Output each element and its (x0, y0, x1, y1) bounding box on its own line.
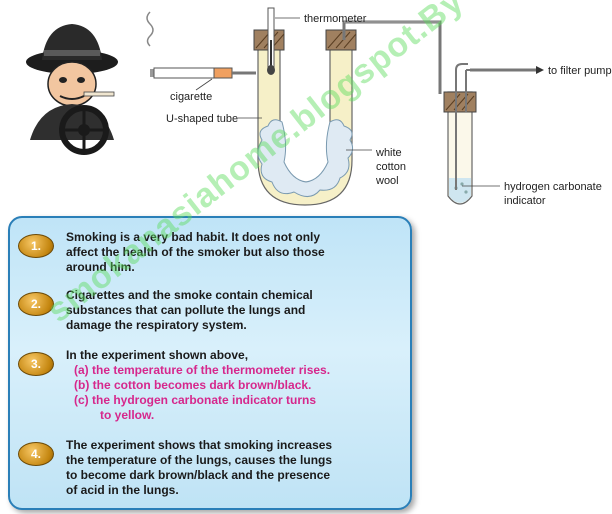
point-3-number-badge: 3. (18, 352, 54, 376)
cotton-label-line1: white (375, 147, 402, 159)
u-shaped-tube (253, 7, 442, 206)
u-tube-label: U-shaped tube (166, 113, 238, 125)
point-2-number-badge: 2. (18, 292, 54, 316)
point-3-text: In the experiment shown above, (a) the t… (66, 348, 406, 423)
point-3-intro: In the experiment shown above, (66, 348, 249, 362)
experiment-diagram: thermometer to filter pump cigarette U-s… (26, 7, 612, 207)
notes-panel: 1. Smoking is a very bad habit. It does … (8, 216, 412, 510)
point-1-number-badge: 1. (18, 234, 54, 258)
indicator-label-line1: hydrogen carbonate (504, 181, 602, 193)
cotton-label-line2: cotton (376, 161, 406, 173)
point-4-line-1: The experiment shows that smoking increa… (66, 438, 333, 452)
smoker-illustration (26, 11, 154, 155)
point-3-sub-c-line-1: (c) the hydrogen carbonate indicator tur… (74, 393, 317, 407)
filter-pump-label: to filter pump (548, 65, 612, 77)
point-3-sub-a: (a) the temperature of the thermometer r… (74, 363, 331, 377)
point-1-text: Smoking is a very bad habit. It does not… (66, 230, 406, 275)
indicator-label-line2: indicator (504, 195, 546, 207)
leader-lines (195, 17, 500, 187)
cigarette-label: cigarette (170, 91, 212, 103)
point-2-text: Cigarettes and the smoke contain chemica… (66, 288, 406, 333)
indicator-tube (443, 63, 544, 205)
point-4-line-4: of acid in the lungs. (66, 483, 179, 497)
point-1-line-2: affect the health of the smoker but also… (66, 245, 325, 259)
cigarette (150, 67, 256, 79)
point-2-line-3: damage the respiratory system. (66, 318, 247, 332)
point-4-line-2: the temperature of the lungs, causes the… (66, 453, 333, 467)
point-1-line-3: around him. (66, 260, 135, 274)
point-3-sub-c-line-2: to yellow. (100, 408, 155, 422)
point-2-line-1: Cigarettes and the smoke contain chemica… (66, 288, 313, 302)
point-4-number-badge: 4. (18, 442, 54, 466)
point-1-line-1: Smoking is a very bad habit. It does not… (66, 230, 321, 244)
point-4-line-3: to become dark brown/black and the prese… (66, 468, 331, 482)
cotton-label-line3: wool (375, 175, 399, 187)
point-4-text: The experiment shows that smoking increa… (66, 438, 406, 498)
point-3-sub-b: (b) the cotton becomes dark brown/black. (74, 378, 312, 392)
thermometer-label: thermometer (304, 13, 367, 25)
point-2-line-2: substances that can pollute the lungs an… (66, 303, 306, 317)
